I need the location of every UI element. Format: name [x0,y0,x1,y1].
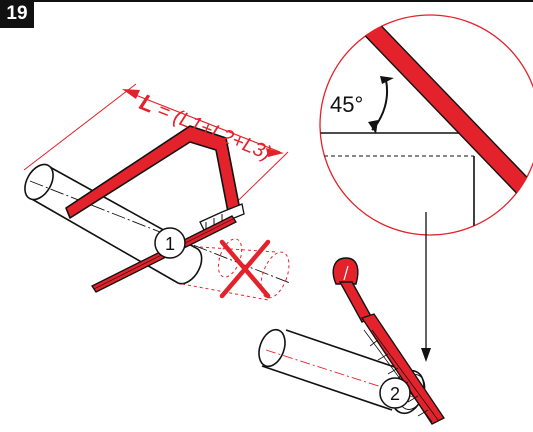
angle-label: 45° [330,92,363,117]
callout-1: 1 [154,227,186,259]
prohibited-x-icon [219,239,271,299]
detail-arrow [421,212,431,362]
discarded-pipe-section [181,238,290,301]
callout-2-label: 2 [390,384,400,404]
step-number-badge: 19 [0,0,34,28]
length-dimension [23,83,289,233]
file-tool [332,257,445,425]
callout-1-label: 1 [165,234,175,254]
callout-2: 2 [379,377,411,409]
length-formula: = (L1+L2+L3) [154,99,274,165]
header-rule [34,0,533,2]
magnifier-circle: 45° [319,14,533,236]
